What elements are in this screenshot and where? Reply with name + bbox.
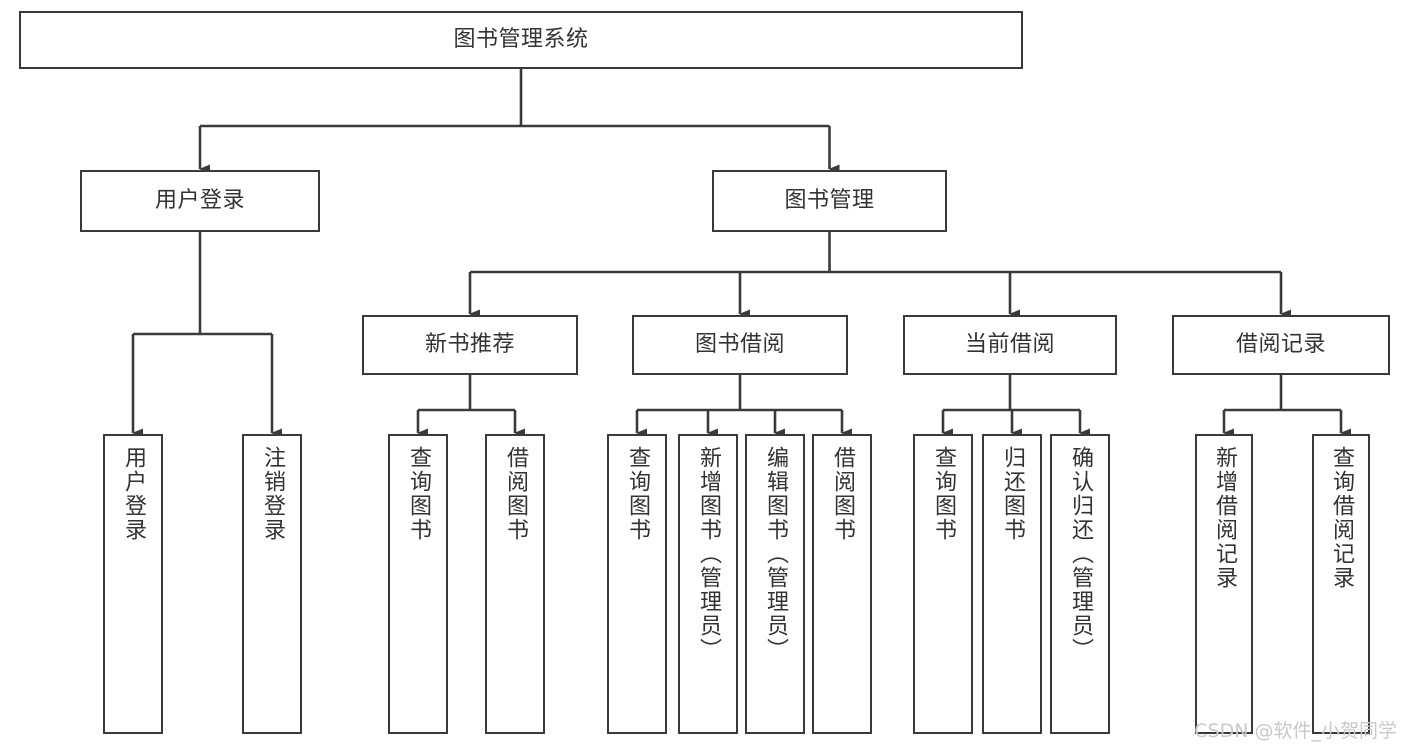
- node-current-borrow[interactable]: 当前借阅: [903, 315, 1117, 375]
- node-leaf-cb-confirm[interactable]: 确认归还（管理员）: [1050, 434, 1110, 734]
- node-leaf-user-login[interactable]: 用户登录: [103, 434, 163, 734]
- node-label: 查询图书: [406, 446, 431, 542]
- node-label: 借阅图书: [503, 446, 528, 542]
- node-borrow-record[interactable]: 借阅记录: [1172, 315, 1390, 375]
- node-label: 注销登录: [260, 446, 285, 542]
- node-root[interactable]: 图书管理系统: [19, 11, 1023, 69]
- node-book-mgmt[interactable]: 图书管理: [712, 170, 947, 232]
- node-label: 图书管理系统: [453, 27, 589, 53]
- node-label: 新书推荐: [424, 332, 515, 358]
- node-label: 确认归还（管理员）: [1068, 446, 1093, 662]
- node-leaf-cb-return[interactable]: 归还图书: [982, 434, 1042, 734]
- node-label: 新增借阅记录: [1212, 446, 1237, 590]
- node-leaf-bb-edit[interactable]: 编辑图书（管理员）: [745, 434, 805, 734]
- node-label: 图书管理: [784, 188, 875, 214]
- node-leaf-br-add[interactable]: 新增借阅记录: [1195, 434, 1253, 734]
- node-label: 新增图书（管理员）: [696, 446, 721, 662]
- node-leaf-rec-query[interactable]: 查询图书: [388, 434, 448, 734]
- node-leaf-cb-query[interactable]: 查询图书: [913, 434, 973, 734]
- node-new-book-rec[interactable]: 新书推荐: [362, 315, 578, 375]
- node-leaf-rec-borrow[interactable]: 借阅图书: [485, 434, 545, 734]
- node-leaf-bb-borrow[interactable]: 借阅图书: [812, 434, 872, 734]
- node-label: 图书借阅: [694, 332, 785, 358]
- node-label: 用户登录: [121, 446, 146, 542]
- node-label: 归还图书: [1000, 446, 1025, 542]
- node-label: 查询借阅记录: [1329, 446, 1354, 590]
- node-leaf-user-logout[interactable]: 注销登录: [242, 434, 302, 734]
- node-leaf-bb-add[interactable]: 新增图书（管理员）: [678, 434, 738, 734]
- node-label: 当前借阅: [964, 332, 1055, 358]
- node-leaf-bb-query[interactable]: 查询图书: [607, 434, 667, 734]
- node-label: 查询图书: [931, 446, 956, 542]
- node-label: 用户登录: [154, 188, 245, 214]
- node-label: 编辑图书（管理员）: [763, 446, 788, 662]
- node-leaf-br-query[interactable]: 查询借阅记录: [1312, 434, 1370, 734]
- node-label: 借阅图书: [830, 446, 855, 542]
- node-label: 查询图书: [625, 446, 650, 542]
- node-label: 借阅记录: [1235, 332, 1326, 358]
- watermark: CSDN @软件_小贺同学: [1194, 720, 1397, 742]
- node-user-login[interactable]: 用户登录: [80, 170, 320, 232]
- node-book-borrow[interactable]: 图书借阅: [632, 315, 848, 375]
